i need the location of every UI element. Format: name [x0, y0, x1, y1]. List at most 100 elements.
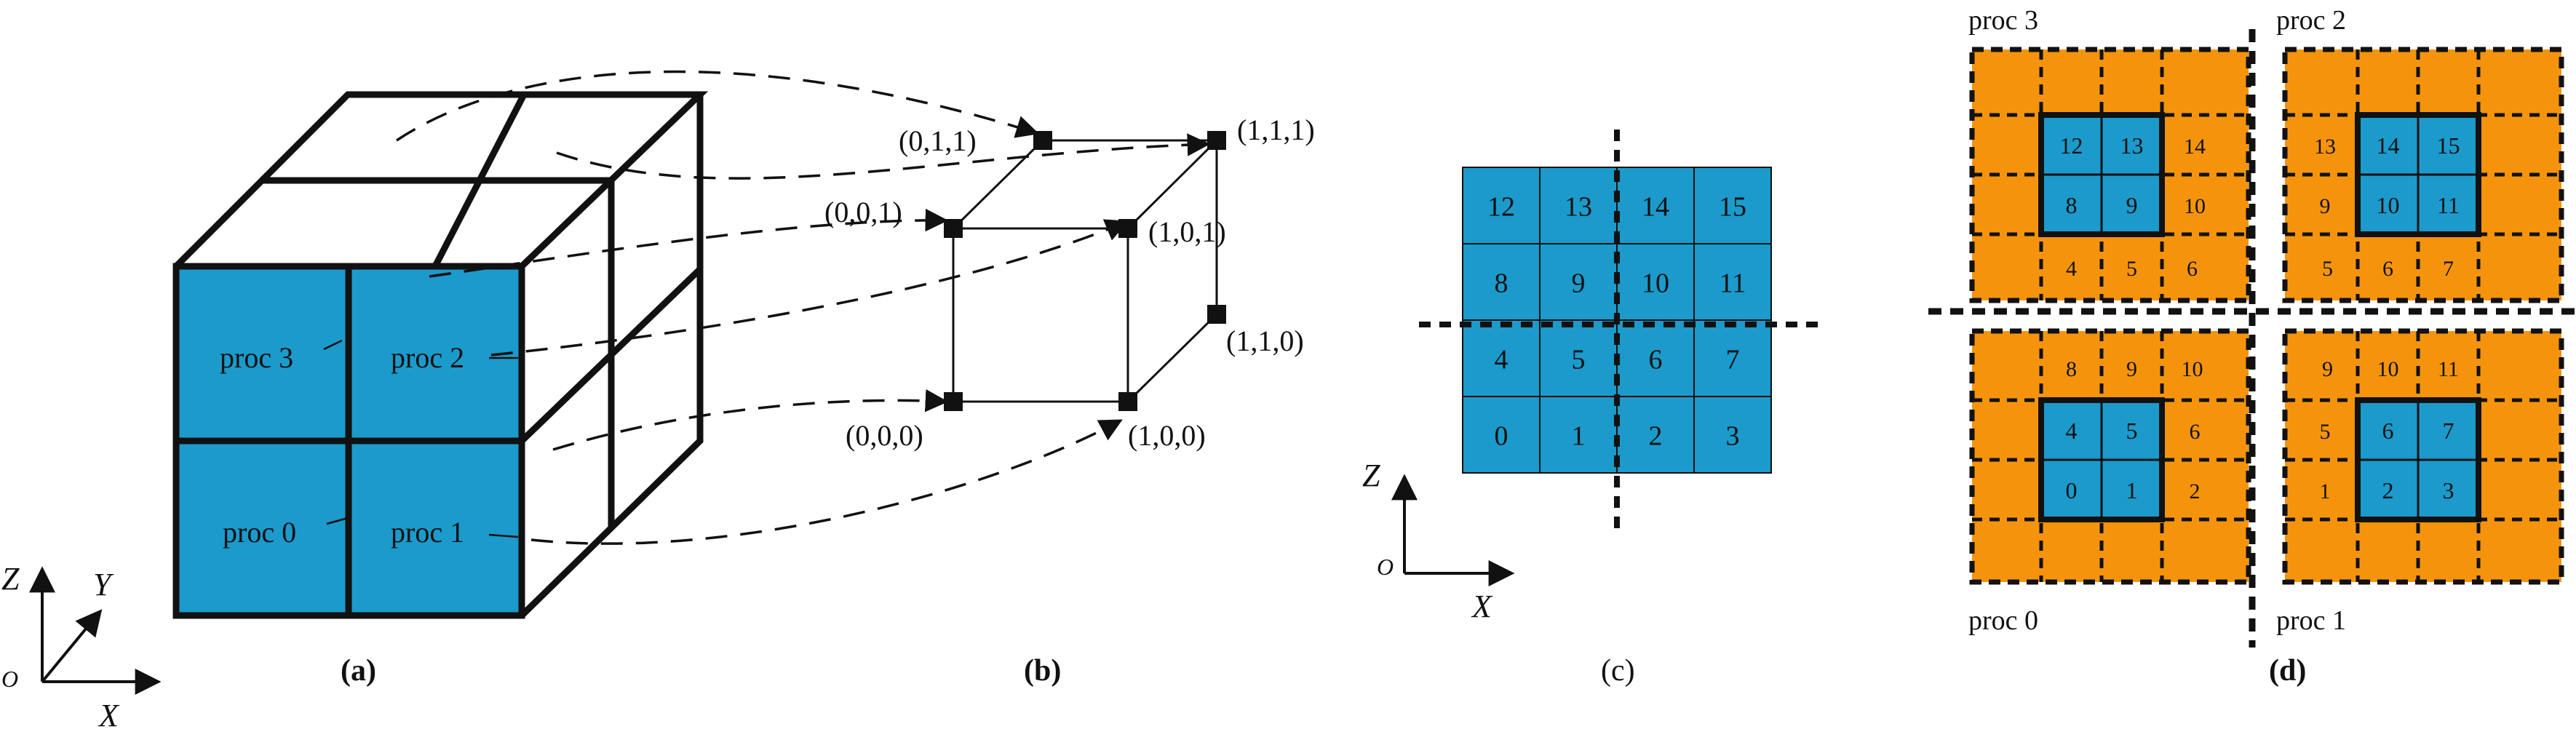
axis-y-label-a: Y — [93, 567, 114, 602]
grid-cell — [1539, 243, 1618, 321]
panel-a: proc 3 proc 2 proc 0 proc 1 (a) Z Y X O — [1, 91, 709, 729]
core-cell-number: 13 — [2120, 132, 2144, 159]
vertex-1-1-1 — [1207, 131, 1226, 150]
vertex-0-0-1 — [944, 219, 963, 238]
core-cell-number: 12 — [2060, 132, 2083, 159]
ghost-cell-number: 9 — [2322, 357, 2333, 381]
axis-x-label-c: X — [1471, 589, 1493, 624]
core-block-outline — [2355, 112, 2481, 237]
core-cell — [2040, 399, 2103, 461]
axis-origin-label-c: O — [1377, 554, 1394, 580]
vertex-label-110: (1,1,0) — [1226, 324, 1304, 357]
caption-a: (a) — [341, 654, 376, 688]
ghost-cell-number: 14 — [2184, 135, 2206, 159]
grid-cell — [1616, 396, 1695, 474]
cube-proc0-label: proc 0 — [223, 516, 296, 549]
core-cell-number: 7 — [2443, 418, 2454, 444]
axes-a — [29, 566, 162, 695]
grid-cell — [1693, 319, 1772, 397]
ghost-cell-number: 9 — [2320, 194, 2331, 218]
core-cell — [2356, 173, 2420, 236]
ghost-cell-number: 1 — [2320, 479, 2331, 503]
cube-proc2-label: proc 2 — [391, 341, 464, 374]
vertex-1-1-0 — [1207, 305, 1226, 324]
core-cell-number: 8 — [2066, 192, 2078, 218]
vertex-label-001: (0,0,1) — [824, 196, 902, 228]
grid-cell-number: 15 — [1719, 192, 1746, 223]
core-cell — [2100, 399, 2163, 461]
ghost-cell-number: 5 — [2320, 420, 2331, 444]
vertex-label-011: (0,1,1) — [899, 124, 977, 157]
grid-cell-number: 2 — [1649, 421, 1663, 452]
grid-cell-number: 7 — [1726, 345, 1740, 375]
ghost-cell-number: 11 — [2438, 357, 2459, 381]
core-cell — [2100, 458, 2163, 521]
caption-d: (d) — [2269, 654, 2306, 688]
front-face-block-proc1 — [349, 441, 522, 616]
cube-outline — [172, 91, 709, 619]
proc2-label-d: proc 2 — [2276, 5, 2346, 36]
ghost-cell-number: 10 — [2377, 357, 2399, 381]
proc1-label-d: proc 1 — [2276, 605, 2346, 636]
axis-origin-label-a: O — [1, 666, 18, 692]
core-cell-number: 14 — [2377, 132, 2400, 159]
grid-cell — [1462, 243, 1541, 321]
core-block-outline — [2038, 112, 2165, 237]
grid-cell — [1616, 167, 1695, 244]
core-cell — [2356, 113, 2420, 176]
core-cell — [2100, 173, 2163, 236]
core-cell-number: 0 — [2066, 477, 2078, 503]
proc3-label-d: proc 3 — [1968, 5, 2038, 36]
vertex-1-0-1 — [1118, 219, 1137, 238]
domain-split-lines-d — [1928, 29, 2576, 648]
grid-cell — [1693, 396, 1772, 474]
core-cell-number: 1 — [2126, 477, 2138, 503]
core-cell-number: 10 — [2377, 192, 2400, 218]
core-cell-number: 11 — [2437, 192, 2460, 218]
grid-cell — [1539, 167, 1618, 244]
core-block-outline — [2038, 397, 2165, 522]
grid-cell-number: 13 — [1565, 192, 1592, 223]
core-cell-number: 15 — [2437, 132, 2460, 159]
ghost-cell-number: 4 — [2066, 257, 2077, 281]
grid-cell-number: 11 — [1720, 268, 1746, 299]
grid-cell — [1693, 243, 1772, 321]
label-leaders — [323, 339, 519, 538]
ghost-cell-number: 9 — [2126, 357, 2137, 381]
ghost-cell-number: 6 — [2382, 257, 2393, 281]
core-cell — [2356, 399, 2420, 461]
vertex-label-101: (1,0,1) — [1148, 215, 1226, 248]
caption-b: (b) — [1024, 654, 1061, 688]
core-block-outline — [2355, 397, 2481, 522]
cube-proc3-label: proc 3 — [220, 341, 293, 374]
grid-cell-number: 10 — [1642, 268, 1669, 299]
ghost-cell-number: 10 — [2182, 357, 2203, 381]
ghost-cell-number: 5 — [2126, 257, 2137, 281]
grid-cell-number: 8 — [1495, 268, 1508, 299]
grid-cell-number: 6 — [1649, 345, 1663, 375]
axis-x-label-a: X — [98, 698, 120, 729]
vertex-label-000: (0,0,0) — [846, 419, 923, 452]
vertex-label-100: (1,0,0) — [1128, 419, 1206, 452]
core-cell — [2356, 458, 2420, 521]
ghost-cell-number: 2 — [2190, 479, 2201, 503]
grid-cell-number: 3 — [1726, 421, 1740, 452]
axis-z-label-c: Z — [1362, 458, 1380, 493]
core-cell-number: 2 — [2382, 477, 2394, 503]
domain-split-lines-c — [1419, 130, 1819, 530]
axis-z-label-a: Z — [1, 561, 20, 597]
grid-cell — [1462, 396, 1541, 474]
ghost-cell-number: 6 — [2187, 257, 2198, 281]
grid-cell-number: 5 — [1572, 345, 1586, 375]
topology-vertices — [944, 131, 1226, 411]
vertex-0-1-1 — [1033, 131, 1052, 150]
grid-cell-number: 9 — [1572, 268, 1586, 299]
core-cell-number: 3 — [2443, 477, 2454, 503]
ghost-cell-number: 6 — [2190, 420, 2201, 444]
